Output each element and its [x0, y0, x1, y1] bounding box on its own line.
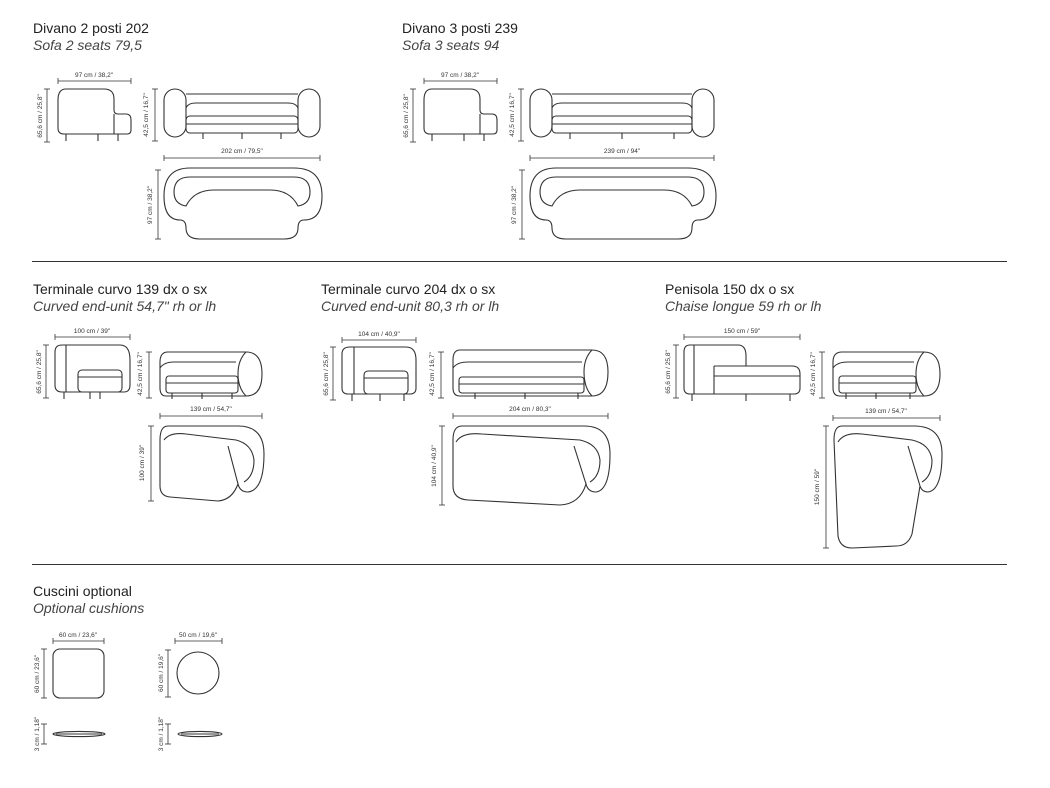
- title-english: Curved end-unit 54,7" rh or lh: [33, 298, 217, 314]
- dim-round-width: 50 cm / 19,6": [179, 632, 218, 639]
- dim-side-height: 65,6 cm / 25,8": [403, 94, 410, 138]
- title-english: Chaise longue 59 rh or lh: [665, 298, 822, 314]
- sofa-3-top-view: 97 cm / 38,2": [511, 167, 717, 240]
- chaise-side-view: 150 cm / 59" 65,6 cm / 25,8": [665, 328, 801, 401]
- title-english: Curved end-unit 80,3 rh or lh: [321, 298, 500, 314]
- dim-square-width: 60 cm / 23,6": [59, 632, 98, 639]
- dim-side-width: 104 cm / 40,9": [358, 331, 400, 338]
- dim-side-height: 65,6 cm / 25,8": [323, 352, 330, 396]
- dim-side-height: 65,6 cm / 25,8": [665, 350, 672, 394]
- title-curved-end-204: Terminale curvo 204 dx o sx Curved end-u…: [321, 281, 499, 315]
- dim-top-depth: 150 cm / 59": [814, 468, 821, 505]
- sofa-3-side-view: 97 cm / 38,2" 65,6 cm / 25,8": [403, 72, 498, 143]
- dim-front-height: 42,5 cm / 16,7": [810, 352, 817, 396]
- dim-front-width: 204 cm / 80,3": [509, 406, 551, 413]
- dim-top-depth: 100 cm / 39": [139, 444, 146, 481]
- section-divider: [32, 564, 1007, 565]
- chaise-front-view: 42,5 cm / 16,7" 139 cm / 54,7": [810, 351, 941, 421]
- dim-side-width: 150 cm / 59": [724, 328, 761, 335]
- dim-front-height: 42,5 cm / 16,7": [429, 352, 436, 396]
- sofa-2-front-view: 42,5 cm / 16,7" 202 cm / 79,5": [143, 88, 321, 161]
- title-english: Optional cushions: [33, 600, 145, 616]
- title-sofa-2-seats: Divano 2 posti 202 Sofa 2 seats 79,5: [33, 20, 149, 54]
- title-italian: Cuscini optional: [33, 583, 132, 599]
- dim-side-width: 97 cm / 38,2": [75, 72, 114, 79]
- title-italian: Divano 2 posti 202: [33, 20, 149, 36]
- square-cushion-side: 3 cm / 1,18": [34, 716, 106, 751]
- title-english: Sofa 3 seats 94: [402, 37, 500, 53]
- dim-round-height: 60 cm / 19,6": [158, 653, 165, 692]
- dim-square-thickness: 3 cm / 1,18": [34, 716, 41, 751]
- curved-139-front-view: 42,5 cm / 16,7" 139 cm / 54,7": [137, 351, 263, 419]
- title-chaise-longue: Penisola 150 dx o sx Chaise longue 59 rh…: [665, 281, 821, 315]
- title-cushions: Cuscini optional Optional cushions: [33, 583, 144, 617]
- dim-top-depth: 104 cm / 40,9": [431, 444, 438, 486]
- title-italian: Penisola 150 dx o sx: [665, 281, 795, 297]
- title-sofa-3-seats: Divano 3 posti 239 Sofa 3 seats 94: [402, 20, 518, 54]
- title-curved-end-139: Terminale curvo 139 dx o sx Curved end-u…: [33, 281, 216, 315]
- dim-front-height: 42,5 cm / 16,7": [137, 352, 144, 396]
- dim-side-height: 65,6 cm / 25,8": [37, 94, 44, 138]
- section-divider: [32, 261, 1007, 262]
- curved-204-top-view: 104 cm / 40,9": [431, 425, 611, 506]
- curved-139-side-view: 100 cm / 39" 65,6 cm / 25,8": [36, 328, 131, 399]
- square-cushion-top: 60 cm / 23,6" 60 cm / 23,6": [34, 632, 105, 699]
- sofa-3-front-view: 42,5 cm / 16,7" 239 cm / 94": [509, 88, 715, 161]
- dim-side-width: 100 cm / 39": [74, 328, 111, 335]
- sofa-2-side-view: 97 cm / 38,2" 65,6 cm / 25,8": [37, 72, 132, 143]
- dim-front-height: 42,5 cm / 16,7": [509, 93, 516, 137]
- dim-top-depth: 97 cm / 38,2": [147, 185, 154, 224]
- curved-204-side-view: 104 cm / 40,9" 65,6 cm / 25,8": [323, 331, 417, 401]
- dim-front-width: 139 cm / 54,7": [190, 406, 232, 413]
- sofa-2-top-view: 97 cm / 38,2": [147, 167, 323, 240]
- dim-front-height: 42,5 cm / 16,7": [143, 93, 150, 137]
- round-cushion-side: 3 cm / 1,18": [158, 716, 223, 751]
- dim-square-height: 60 cm / 23,6": [34, 654, 41, 693]
- round-cushion-top: 50 cm / 19,6" 60 cm / 19,6": [158, 632, 223, 698]
- title-italian: Terminale curvo 139 dx o sx: [33, 281, 208, 297]
- dim-front-width: 202 cm / 79,5": [221, 148, 263, 155]
- title-english: Sofa 2 seats 79,5: [33, 37, 142, 53]
- dim-side-height: 65,6 cm / 25,8": [36, 350, 43, 394]
- curved-139-top-view: 100 cm / 39": [139, 425, 265, 502]
- dim-side-width: 97 cm / 38,2": [441, 72, 480, 79]
- dim-front-width: 239 cm / 94": [604, 148, 641, 155]
- chaise-top-view: 150 cm / 59": [814, 425, 943, 549]
- dim-top-depth: 97 cm / 38,2": [511, 185, 518, 224]
- curved-204-front-view: 42,5 cm / 16,7" 204 cm / 80,3": [429, 349, 609, 419]
- title-italian: Terminale curvo 204 dx o sx: [321, 281, 496, 297]
- dim-round-thickness: 3 cm / 1,18": [158, 716, 165, 751]
- title-italian: Divano 3 posti 239: [402, 20, 518, 36]
- dim-front-width: 139 cm / 54,7": [865, 408, 907, 415]
